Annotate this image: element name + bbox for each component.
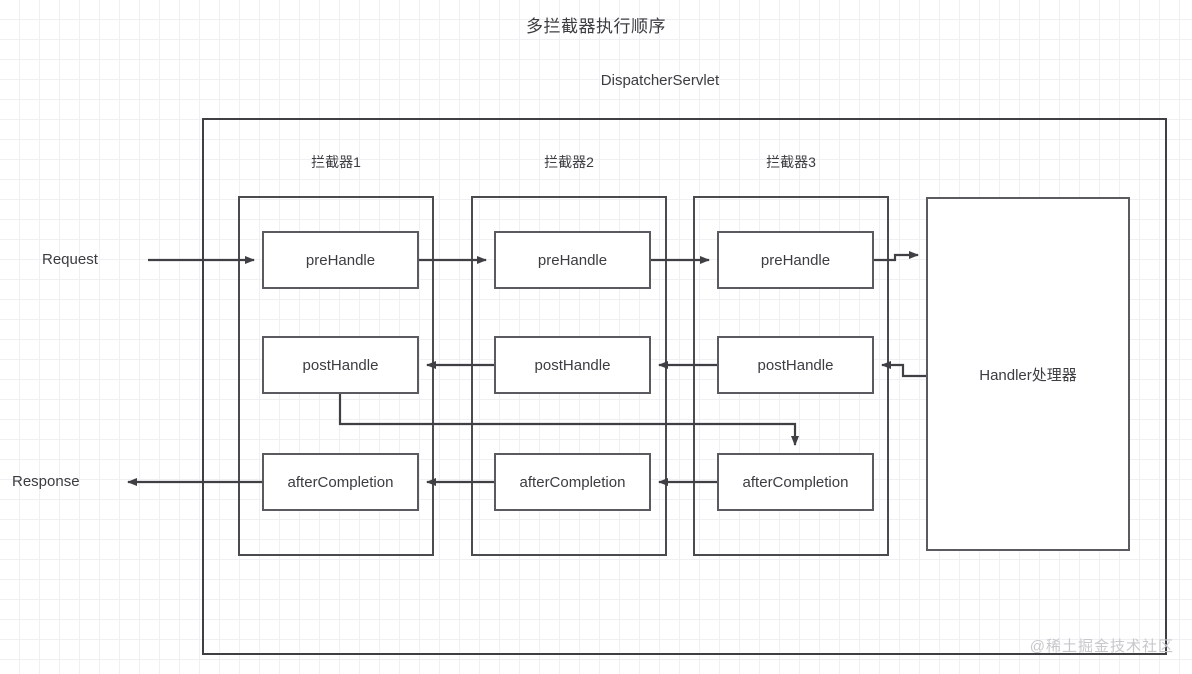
handler-node[interactable]: Handler处理器 <box>926 197 1130 551</box>
interceptor-2-posthandle[interactable]: postHandle <box>494 336 651 394</box>
interceptor-1-container <box>238 196 434 556</box>
interceptor-1-aftercompletion[interactable]: afterCompletion <box>262 453 419 511</box>
request-label: Request <box>42 251 98 268</box>
interceptor-3-title: 拦截器3 <box>766 154 816 170</box>
interceptor-2-prehandle[interactable]: preHandle <box>494 231 651 289</box>
response-label: Response <box>12 473 80 490</box>
interceptor-3-prehandle[interactable]: preHandle <box>717 231 874 289</box>
interceptor-2-aftercompletion[interactable]: afterCompletion <box>494 453 651 511</box>
interceptor-1-title: 拦截器1 <box>311 154 361 170</box>
interceptor-3-posthandle[interactable]: postHandle <box>717 336 874 394</box>
interceptor-2-container <box>471 196 667 556</box>
interceptor-1-prehandle[interactable]: preHandle <box>262 231 419 289</box>
dispatcher-servlet-label: DispatcherServlet <box>600 72 720 89</box>
interceptor-3-aftercompletion[interactable]: afterCompletion <box>717 453 874 511</box>
interceptor-1-posthandle[interactable]: postHandle <box>262 336 419 394</box>
watermark: @稀土掘金技术社区 <box>1029 638 1174 655</box>
page-title: 多拦截器执行顺序 <box>526 17 666 36</box>
dispatcher-servlet-container <box>202 118 1167 655</box>
interceptor-2-title: 拦截器2 <box>544 154 594 170</box>
